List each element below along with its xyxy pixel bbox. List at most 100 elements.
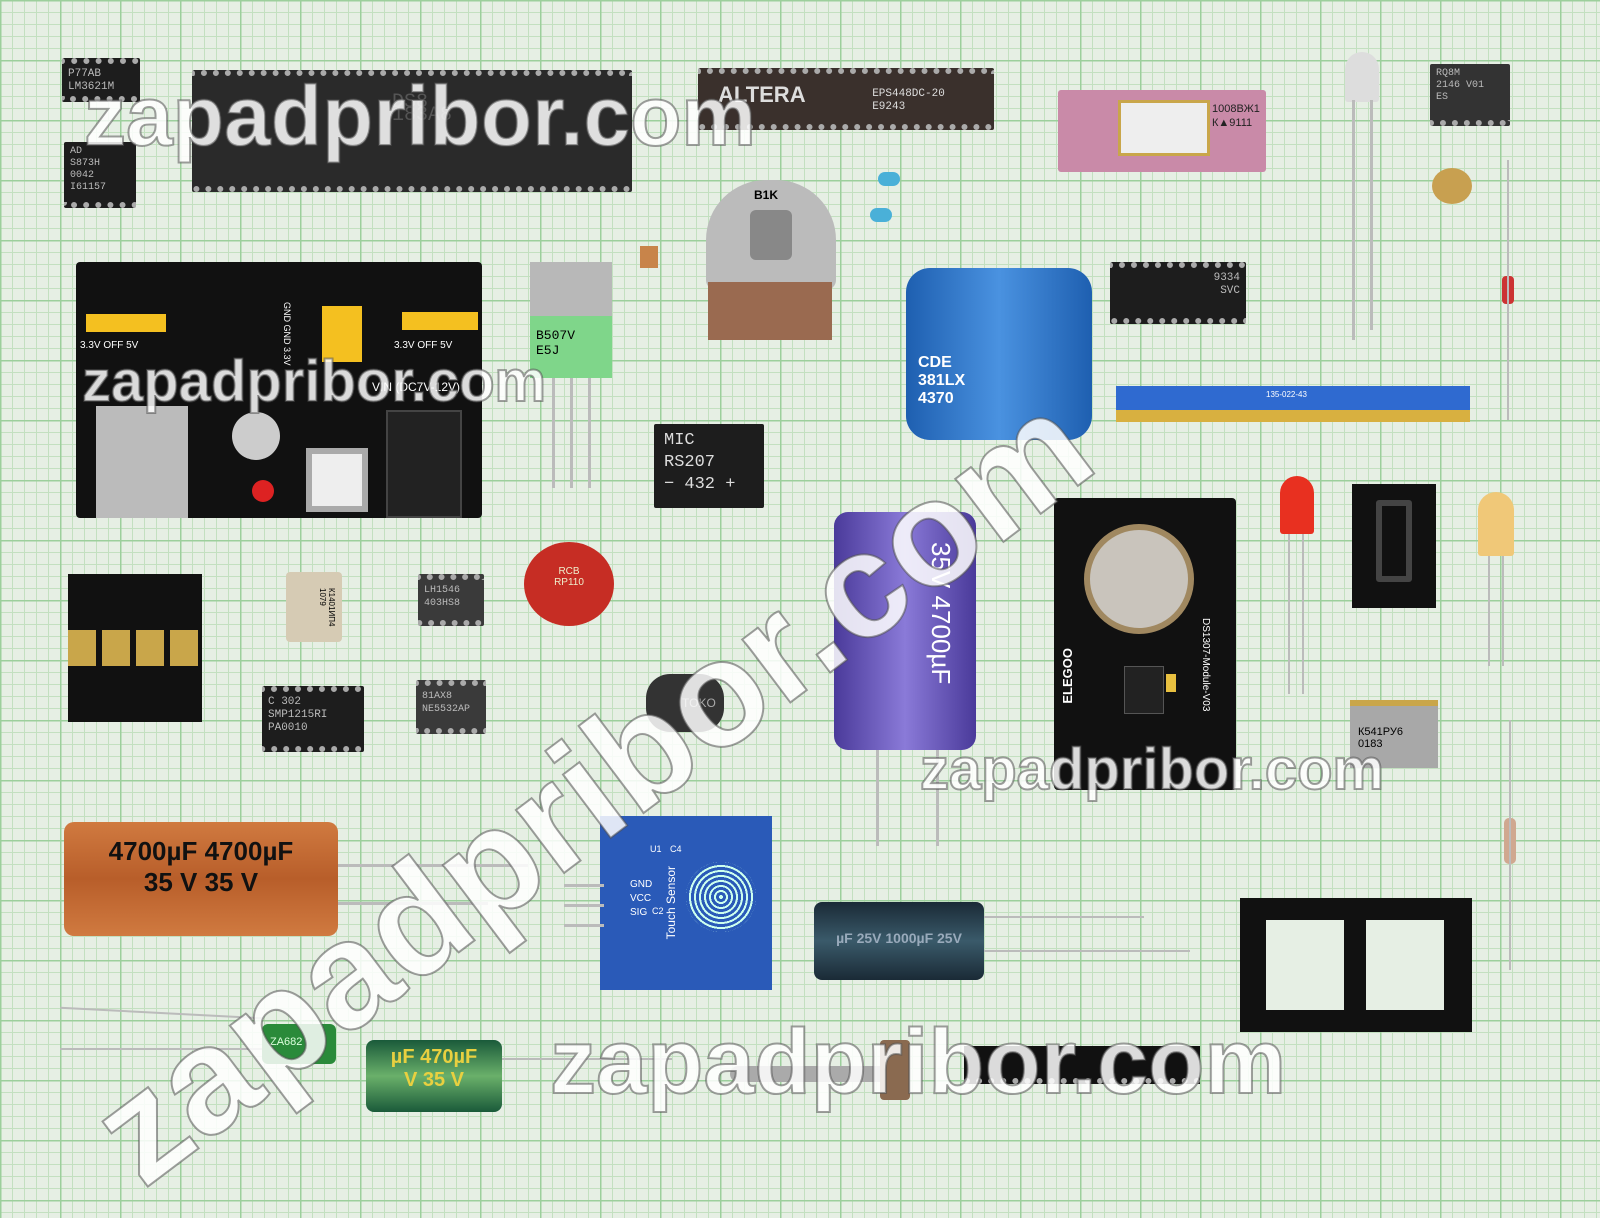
chip-marking: NE5532AP (422, 704, 471, 715)
capacitor-marking: CDE (918, 354, 952, 371)
pin-label: C2 (652, 906, 664, 916)
metal-can-transistor (1432, 168, 1472, 204)
trimmer-shaft (730, 1066, 910, 1082)
led-lead (1352, 100, 1355, 340)
chip-marking: E5J (536, 343, 560, 358)
chip-marking: MIC (664, 431, 695, 450)
yellow-led (1478, 492, 1514, 556)
chip-marking: К▲9111 (1212, 117, 1253, 129)
chip-marking: 1008ВЖ1 (1212, 103, 1260, 115)
chip-marking: E9243 (872, 101, 906, 113)
altera-logo: ALTERA (718, 82, 806, 107)
led-lead (1488, 556, 1490, 666)
chip-marking: AD (70, 146, 83, 157)
trimmer-potentiometer (880, 1040, 910, 1100)
chip-marking: 183A8 (392, 104, 453, 127)
potentiometer: B1K (706, 180, 836, 290)
red-led (1280, 476, 1314, 534)
varistor-marking: RP110 (554, 577, 584, 588)
diode-lead (1507, 160, 1509, 420)
capacitor-marking: ZA682 (270, 1036, 303, 1048)
silkscreen-label: GND GND 3.3V (282, 302, 292, 366)
dc-jack (386, 410, 462, 518)
lead (338, 864, 528, 867)
coin-battery (1084, 524, 1194, 634)
capacitor-marking: 4700µF (926, 595, 956, 685)
jumper-left (86, 314, 166, 332)
jumper-right (402, 312, 478, 330)
chip-marking: SVC (1220, 285, 1240, 297)
chip-marking: 2146 V01 (1436, 80, 1485, 91)
chip-marking: DS8 (392, 91, 429, 114)
led-lead (1370, 100, 1373, 330)
elegoo-logo: ELEGOO (1060, 648, 1075, 704)
lead (60, 1006, 262, 1020)
capacitor-marking: 381LX (918, 372, 966, 389)
lead (502, 1058, 672, 1060)
header-pin (564, 904, 604, 907)
purple-electrolytic-capacitor: 35V 4700µF (834, 512, 976, 750)
pin-label: C4 (670, 844, 682, 854)
lead (570, 378, 573, 488)
power-switch[interactable] (306, 448, 368, 512)
chip-marking: 81AX8 (422, 691, 453, 702)
capacitor-marking: µF 470µF (390, 1046, 478, 1068)
chip-lid (1118, 100, 1210, 156)
lead (338, 902, 488, 905)
chip-marking: LH1546 (424, 585, 461, 596)
chip-marking: PA0010 (268, 722, 308, 734)
pot-body (708, 282, 832, 340)
chip-marking: 403HS8 (424, 598, 461, 609)
varistor-marking: RCB (558, 566, 580, 577)
chip-marking: К541РУ6 (1358, 726, 1403, 738)
red-led (252, 480, 274, 502)
connector-label: 135-022-43 (1266, 390, 1307, 399)
header-pins (322, 306, 362, 362)
chip-marking: 1079 (318, 588, 327, 606)
dip-ic-socket (1240, 898, 1472, 1032)
module-title: Touch Sensor (664, 866, 678, 940)
black-electrolytic-capacitor: µF 25V 1000µF 25V (814, 902, 984, 980)
module-title: DS1307-Module-V03 (1200, 618, 1211, 712)
chip-marking: К1401ИП4 (327, 588, 336, 627)
chip-marking: I61157 (70, 182, 107, 193)
capacitor-marking: 35 V 35 V (143, 867, 259, 897)
chip-marking: RS207 (664, 453, 716, 472)
edge-connector: 135-022-43 (1116, 386, 1470, 422)
clear-led (1345, 52, 1379, 102)
pin-label: GND (630, 879, 653, 890)
lead (60, 1048, 262, 1050)
lead (984, 950, 1190, 952)
lead (588, 378, 591, 488)
chip-marking: LM3621M (68, 81, 115, 93)
ds1307-chip (1124, 666, 1164, 714)
silkscreen-label: VIN (DC7V-12V) (372, 380, 461, 394)
lead (552, 378, 555, 488)
silkscreen-label: 3.3V OFF 5V (394, 340, 453, 351)
capacitor-marking: 35V (926, 542, 956, 589)
chip-marking: RQ8M (1436, 68, 1461, 79)
chip-marking: 0042 (70, 170, 95, 181)
chip-marking: EPS448DC-20 (872, 88, 945, 100)
capacitor-marking: 4700µF 4700µF (108, 836, 294, 866)
small-capacitor (640, 246, 658, 268)
capacitor-marking: µF 25V 1000µF 25V (836, 930, 962, 946)
pin-header (964, 1046, 1200, 1084)
film-capacitor: ZA682 (262, 1024, 336, 1064)
ds1307-rtc-module: DS1307-Module-V03 ELEGOO (1054, 498, 1236, 790)
lh1546-chip: LH1546 403HS8 (418, 574, 484, 626)
pin-label: U1 (650, 844, 662, 854)
segment (1376, 500, 1412, 582)
pin-label: SIG (630, 907, 648, 918)
chip-marking: 0183 (1358, 738, 1383, 750)
